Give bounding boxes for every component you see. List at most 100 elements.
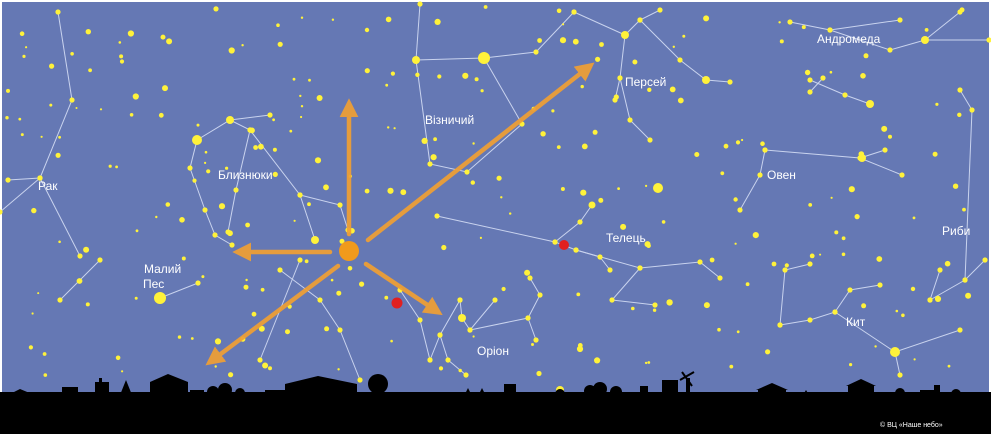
star — [888, 134, 892, 139]
constellation-line — [924, 11, 961, 41]
star — [213, 6, 219, 12]
star — [49, 63, 55, 69]
star — [218, 203, 226, 210]
star — [820, 75, 826, 81]
star — [127, 30, 134, 37]
star — [22, 54, 26, 59]
star — [957, 327, 963, 333]
star — [83, 246, 90, 253]
constellation-line — [639, 19, 731, 83]
star — [25, 46, 28, 49]
star — [899, 172, 905, 178]
star — [580, 84, 584, 89]
star — [860, 73, 866, 79]
star — [233, 187, 239, 193]
star — [527, 275, 533, 281]
star — [464, 169, 470, 175]
star — [525, 315, 531, 321]
star — [922, 37, 928, 43]
star — [5, 116, 9, 120]
star — [300, 16, 304, 19]
star — [187, 165, 193, 171]
star — [867, 101, 873, 107]
star — [760, 141, 765, 146]
star — [595, 56, 601, 62]
star — [437, 74, 442, 79]
star — [316, 95, 323, 101]
star — [778, 21, 781, 24]
star — [119, 59, 125, 64]
star — [459, 315, 465, 321]
planet-icon — [559, 240, 569, 250]
star — [277, 41, 283, 47]
star — [99, 108, 103, 111]
star — [863, 53, 869, 59]
star — [576, 345, 584, 353]
star — [734, 242, 737, 245]
star — [887, 47, 893, 53]
star — [765, 349, 771, 355]
constellation-line — [39, 177, 81, 257]
star — [808, 203, 813, 207]
star — [385, 16, 392, 23]
skyline-silhouette — [0, 371, 991, 434]
star — [160, 34, 166, 40]
star — [536, 370, 542, 377]
star — [417, 1, 423, 7]
star — [637, 17, 643, 23]
star — [253, 145, 258, 150]
label-perseus: Персей — [625, 75, 666, 89]
star — [644, 241, 651, 248]
star — [155, 215, 158, 219]
star — [134, 296, 138, 300]
star — [533, 49, 539, 55]
star — [913, 358, 916, 361]
star — [957, 9, 963, 15]
star — [37, 175, 43, 181]
star — [551, 109, 555, 113]
star — [854, 214, 860, 220]
star — [194, 137, 200, 143]
star — [849, 363, 853, 367]
star — [258, 143, 264, 150]
star — [652, 302, 658, 308]
star — [390, 339, 393, 343]
star — [251, 311, 257, 317]
constellation-line — [0, 177, 41, 213]
star — [901, 313, 905, 318]
star — [609, 297, 615, 303]
star — [882, 147, 888, 153]
star — [308, 78, 311, 82]
planet-icon — [391, 297, 403, 309]
star — [877, 282, 883, 288]
star — [299, 94, 302, 98]
star — [121, 370, 124, 373]
star — [912, 216, 916, 220]
star — [827, 27, 833, 33]
star — [115, 355, 121, 361]
constellation-line — [619, 34, 651, 141]
star — [336, 290, 342, 296]
star — [647, 361, 651, 364]
star — [297, 257, 303, 263]
star — [364, 188, 370, 194]
star — [500, 196, 503, 199]
star — [292, 77, 296, 81]
star — [703, 302, 710, 309]
star — [132, 93, 139, 100]
star — [55, 152, 61, 158]
star — [304, 259, 309, 264]
star — [297, 192, 303, 198]
star — [76, 278, 83, 284]
star — [70, 52, 74, 56]
star — [952, 183, 959, 189]
star — [129, 113, 134, 117]
label-gemini: Близнюки — [218, 168, 273, 182]
star — [703, 15, 710, 22]
star — [158, 112, 164, 118]
star — [524, 269, 531, 276]
star — [300, 115, 303, 119]
star — [293, 219, 296, 222]
star — [934, 295, 942, 302]
star — [677, 97, 684, 104]
